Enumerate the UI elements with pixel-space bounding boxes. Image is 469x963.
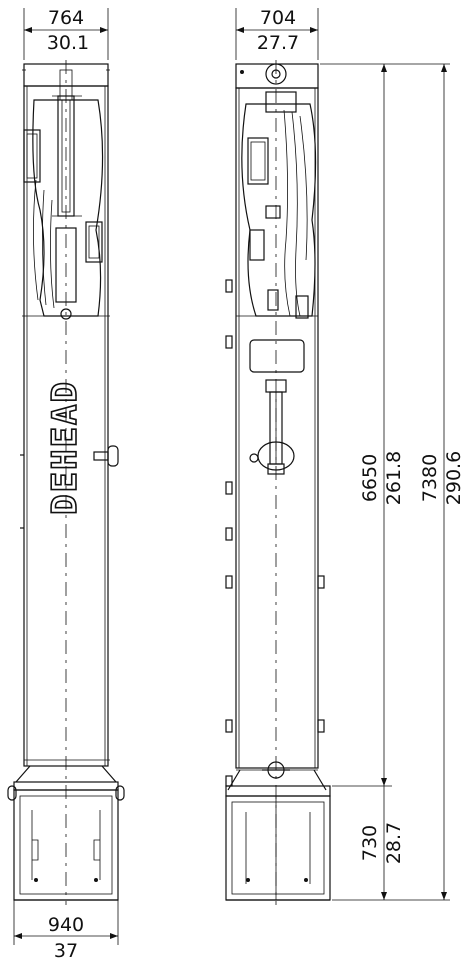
front-hydraulic-assembly	[22, 69, 110, 320]
front-width-mm: 764	[48, 7, 84, 29]
base-height-mm: 730	[359, 825, 381, 861]
side-width-mm: 704	[260, 7, 296, 29]
front-side-lug-right	[93, 451, 109, 461]
front-base-dimension: 940 37	[13, 900, 119, 962]
base-width-mm: 940	[48, 914, 84, 936]
front-view: 764 30.1	[7, 7, 125, 962]
mast-height-in: 261.8	[383, 451, 405, 505]
base-height-in: 28.7	[383, 822, 405, 864]
side-lift-cylinder	[249, 379, 295, 475]
side-mast-body	[235, 87, 319, 769]
side-hydraulic-assembly	[236, 91, 318, 319]
front-base	[7, 759, 125, 901]
mast-height-mm: 6650	[359, 454, 381, 502]
side-base	[225, 761, 331, 901]
front-width-in: 30.1	[47, 32, 89, 54]
mast-logo-text: DEHEAD	[45, 380, 85, 515]
side-width-in: 27.7	[257, 32, 299, 54]
side-lugs	[225, 279, 325, 787]
base-width-in: 37	[54, 940, 78, 962]
side-height-dimensions: 6650 261.8 7380 290.6 730 28.7	[320, 63, 465, 901]
side-view: 704 27.7	[225, 7, 465, 905]
front-top-dimension: 764 30.1	[23, 7, 109, 60]
total-height-in: 290.6	[443, 451, 465, 505]
side-access-panel	[249, 339, 305, 373]
front-mast-logo: DEHEAD	[44, 379, 86, 515]
total-height-mm: 7380	[419, 454, 441, 502]
side-top-dimension: 704 27.7	[235, 7, 319, 60]
front-side-handle	[107, 445, 119, 467]
